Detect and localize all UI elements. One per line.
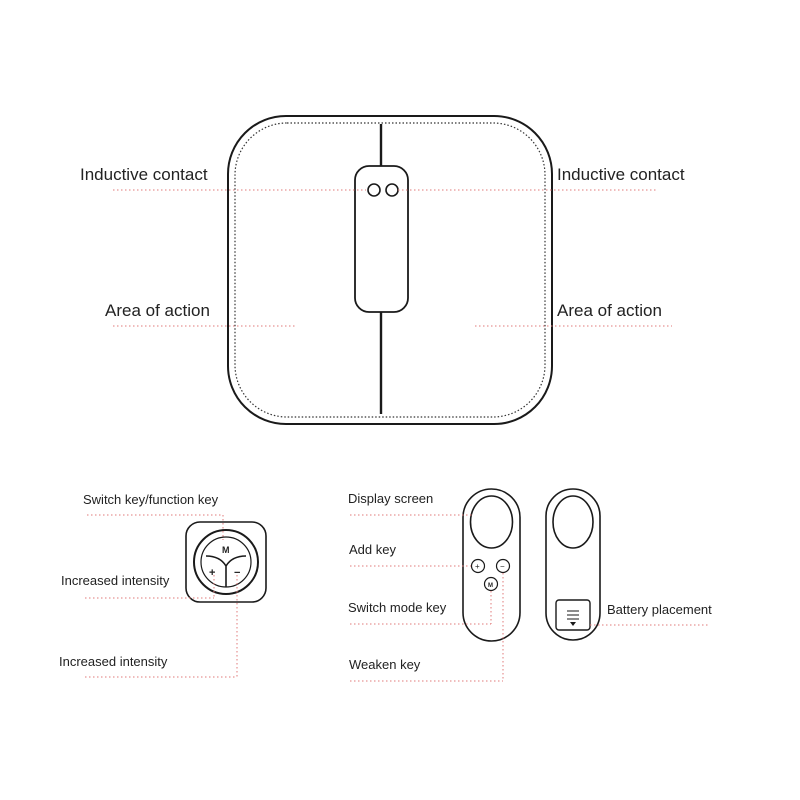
inductive-contact-dot-left	[367, 183, 381, 197]
massage-pad	[227, 115, 553, 425]
label-inductive-contact-right: Inductive contact	[557, 165, 685, 184]
label-switch-mode-key: Switch mode key	[348, 600, 447, 615]
button-module-y-divider	[205, 555, 247, 587]
button-module: M + −	[185, 521, 267, 603]
label-display-screen: Display screen	[348, 491, 433, 506]
remote-mode-glyph: M	[488, 583, 493, 589]
remote-front-body	[462, 488, 521, 642]
inductive-contact-dot-right	[385, 183, 399, 197]
remote-add-key	[470, 558, 486, 574]
remote-minus-glyph: −	[500, 562, 505, 571]
label-weaken-key: Weaken key	[349, 657, 421, 672]
remote-display-screen	[469, 495, 514, 549]
button-module-outer-ring	[193, 529, 259, 595]
pad-outline	[227, 115, 553, 425]
remote-mode-key	[483, 576, 499, 592]
remote-back	[545, 488, 601, 641]
battery-compartment	[555, 599, 591, 631]
button-module-body	[185, 521, 267, 603]
remote-front: + − M	[462, 488, 521, 642]
label-inductive-contact-left: Inductive contact	[80, 165, 208, 184]
label-battery-placement: Battery placement	[607, 602, 712, 617]
label-switch-key: Switch key/function key	[83, 492, 219, 507]
remote-back-window	[552, 495, 594, 549]
button-module-minus-glyph: −	[234, 567, 240, 579]
label-increased-intensity-1: Increased intensity	[61, 573, 170, 588]
label-add-key: Add key	[349, 542, 396, 557]
pad-dotted-border	[234, 122, 546, 418]
pad-controller-pod	[354, 165, 409, 313]
label-area-of-action-right: Area of action	[557, 301, 662, 320]
button-module-plus-glyph: +	[209, 567, 215, 579]
label-area-of-action-left: Area of action	[105, 301, 210, 320]
remote-plus-glyph: +	[475, 562, 480, 571]
remote-back-body	[545, 488, 601, 641]
remote-weaken-key	[495, 558, 511, 574]
label-increased-intensity-2: Increased intensity	[59, 654, 168, 669]
battery-latch-icon	[567, 610, 579, 626]
button-module-mode-glyph: M	[222, 545, 230, 555]
